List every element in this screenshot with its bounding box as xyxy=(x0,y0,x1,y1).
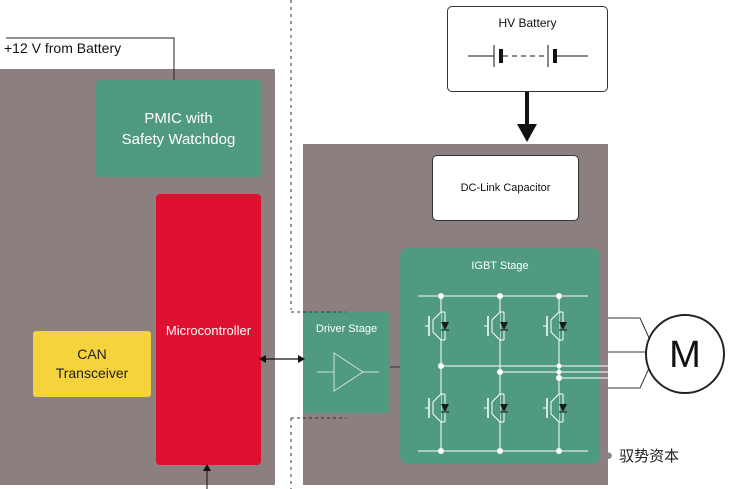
hv-battery-box: HV Battery xyxy=(447,6,608,92)
igbt-switch xyxy=(543,311,567,341)
microcontroller-block: Microcontroller xyxy=(156,194,261,465)
microcontroller-label: Microcontroller xyxy=(165,323,252,338)
igbt-switch xyxy=(484,311,508,341)
driver-dotted-links xyxy=(291,311,402,419)
dc-link-capacitor-box: DC-Link Capacitor xyxy=(432,155,579,221)
pmic-block: PMIC with Safety Watchdog xyxy=(95,80,262,177)
watermark-text: 驭势资本 xyxy=(619,448,680,465)
pmic-label-line1: PMIC with xyxy=(144,110,213,127)
wechat-icon: ● xyxy=(604,447,614,464)
can-label-line1: CAN xyxy=(77,346,107,362)
hv-supply-arrow xyxy=(517,92,537,142)
igbt-switch xyxy=(543,393,567,423)
igbt-switch xyxy=(425,393,449,423)
igbt-stage-label: IGBT Stage xyxy=(471,260,529,272)
supply-label: +12 V from Battery xyxy=(4,40,122,56)
can-label-line2: Transceiver xyxy=(55,365,129,381)
bottom-input-arrow xyxy=(203,464,211,489)
driver-stage-label: Driver Stage xyxy=(315,323,378,335)
battery-icon xyxy=(468,45,588,67)
driver-stage-block: Driver Stage xyxy=(303,312,390,413)
igbt-bridge-circuit xyxy=(418,293,651,454)
supply-wire xyxy=(6,37,175,80)
micro-driver-arrow xyxy=(259,355,305,363)
igbt-switch xyxy=(425,311,449,341)
watermark: ● 驭势资本 xyxy=(604,445,679,466)
hv-battery-label: HV Battery xyxy=(498,16,557,30)
dc-link-label: DC-Link Capacitor xyxy=(460,182,551,194)
motor-label: M xyxy=(669,334,701,376)
pmic-label-line2: Safety Watchdog xyxy=(121,131,236,148)
igbt-switch xyxy=(484,393,508,423)
can-transceiver-block: CAN Transceiver xyxy=(33,331,151,397)
motor-symbol: M xyxy=(645,314,725,394)
amplifier-icon xyxy=(317,352,379,392)
